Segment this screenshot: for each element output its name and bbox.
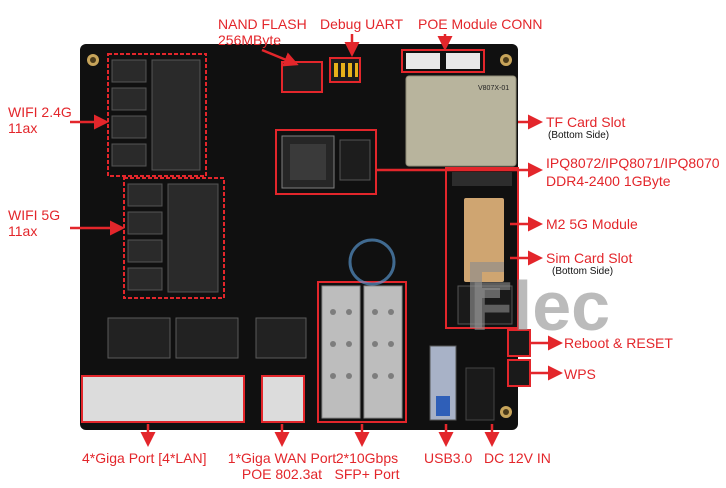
label-wan-port-line1: 1*Giga WAN Port	[227, 450, 337, 466]
lan-magnetics	[107, 317, 307, 359]
label-soc-line2: DDR4-2400 1GByte	[546, 173, 671, 189]
label-wifi5-line1: WIFI 5G	[8, 207, 61, 223]
wifi24-chips	[111, 59, 201, 171]
label-nand-flash-line2: 256MByte	[218, 32, 282, 48]
label-tf-card: TF Card Slot	[546, 114, 626, 130]
giga-ports-box	[81, 375, 245, 423]
poe-connector-1	[406, 53, 440, 69]
label-dc-in: DC 12V IN	[484, 450, 551, 466]
nand-flash-chip	[281, 61, 323, 93]
label-debug-uart: Debug UART	[320, 16, 404, 32]
sfp-cage-1	[321, 285, 361, 419]
wifi5-box	[123, 177, 225, 299]
label-tf-card-sub: (Bottom Side)	[548, 130, 610, 141]
tf-card-shield	[405, 75, 517, 167]
sfp-cage-2	[363, 285, 403, 419]
brand-watermark-text: Flec	[470, 267, 610, 345]
label-sim-card-sub: (Bottom Side)	[552, 266, 614, 277]
label-wifi24-line2: 11ax	[8, 120, 38, 136]
label-soc-line1: IPQ8072/IPQ8071/IPQ8070	[546, 155, 720, 171]
callout-arrows	[70, 34, 563, 447]
label-wifi24-line1: WIFI 2.4G	[8, 104, 72, 120]
wps-button-box	[507, 359, 531, 387]
m2-module-pad	[464, 198, 504, 282]
m2-connector	[452, 172, 512, 186]
dc-jack	[465, 367, 495, 421]
brand-watermark	[348, 238, 504, 328]
board-id-silkscreen: V807X-01	[478, 85, 509, 92]
label-wps: WPS	[564, 366, 596, 382]
poe-connector-2	[446, 53, 480, 69]
ddr-chip	[339, 139, 371, 181]
label-wifi5-line2: 11ax	[8, 223, 38, 239]
wifi5-chips	[127, 183, 219, 293]
label-nand-flash-line1: NAND FLASH	[218, 16, 307, 32]
wan-port-box	[261, 375, 305, 423]
label-giga-ports: 4*Giga Port [4*LAN]	[82, 450, 207, 466]
label-sim-card: Sim Card Slot	[546, 250, 633, 266]
label-usb: USB3.0	[424, 450, 473, 466]
label-sfp-line1: 2*10Gbps	[335, 450, 399, 466]
label-poe-module: POE Module CONN	[418, 16, 543, 32]
label-sfp-line2: SFP+ Port	[334, 466, 400, 482]
soc-box	[275, 129, 377, 195]
label-wan-port-line2: POE 802.3at	[241, 466, 323, 482]
label-m2-module: M2 5G Module	[546, 216, 638, 232]
label-reboot-reset: Reboot & RESET	[564, 335, 673, 351]
